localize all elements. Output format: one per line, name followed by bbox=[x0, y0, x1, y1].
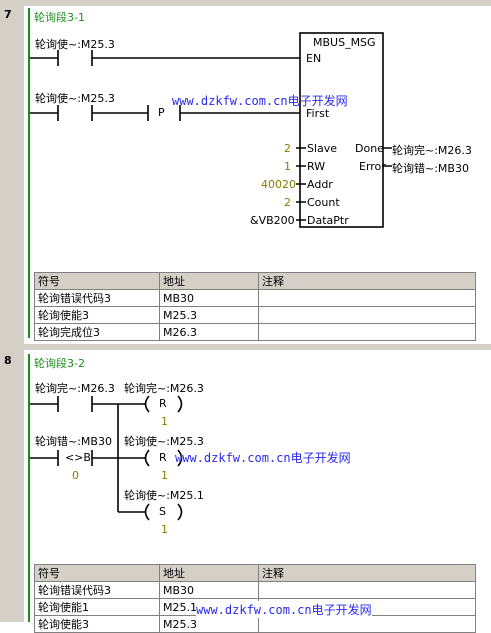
symbol-table: 符号 地址 注释 轮询错误代码3 MB30 轮询使能3 M25.3 轮询完成位3… bbox=[34, 272, 476, 341]
table-cell bbox=[258, 323, 476, 341]
table-cell bbox=[258, 306, 476, 324]
coil-label: 轮询使~:M25.1 bbox=[124, 489, 204, 502]
table-cell: M25.3 bbox=[159, 306, 259, 324]
watermark: www.dzkfw.com.cn电子开发网 bbox=[175, 451, 351, 465]
pin-en: EN bbox=[306, 52, 322, 65]
block-name: MBUS_MSG bbox=[313, 36, 376, 49]
coil-op: R bbox=[159, 397, 167, 410]
network-number: 8 bbox=[4, 354, 12, 367]
table-row: 轮询错误代码3 MB30 bbox=[34, 289, 476, 307]
pin-count: Count bbox=[307, 196, 340, 209]
table-cell: 轮询使能3 bbox=[34, 615, 160, 633]
table-cell: MB30 bbox=[159, 289, 259, 307]
ladder-rung-8[interactable] bbox=[0, 344, 491, 564]
pin-addr: Addr bbox=[307, 178, 333, 191]
pin bbox=[383, 147, 392, 167]
table-cell: M25.3 bbox=[159, 615, 259, 633]
power-rail bbox=[28, 8, 30, 338]
coil-count[interactable]: 1 bbox=[161, 523, 168, 536]
column-header: 地址 bbox=[159, 564, 259, 582]
pin-first: First bbox=[306, 107, 330, 120]
column-header: 注释 bbox=[258, 272, 476, 290]
output-error-target[interactable]: 轮询错~:MB30 bbox=[392, 162, 469, 175]
watermark: www.dzkfw.com.cn电子开发网 bbox=[196, 601, 372, 618]
table-cell bbox=[258, 615, 476, 633]
pin-dataptr: DataPtr bbox=[307, 214, 349, 227]
compare-value[interactable]: 0 bbox=[72, 469, 79, 482]
table-row: 轮询完成位3 M26.3 bbox=[34, 323, 476, 341]
network-number: 7 bbox=[4, 8, 12, 21]
param-slave[interactable]: 2 bbox=[284, 142, 291, 155]
column-header: 注释 bbox=[258, 564, 476, 582]
coil-label: 轮询使~:M25.3 bbox=[124, 435, 204, 448]
watermark: www.dzkfw.com.cn电子开发网 bbox=[172, 94, 348, 108]
coil-reset bbox=[144, 449, 183, 467]
coil-op: R bbox=[159, 451, 167, 464]
contact-label: 轮询完~:M26.3 bbox=[35, 382, 115, 395]
param-dataptr[interactable]: &VB200 bbox=[250, 214, 295, 227]
contact-label: 轮询使~:M25.3 bbox=[35, 92, 115, 105]
table-cell: 轮询错误代码3 bbox=[34, 581, 160, 599]
contact-label: 轮询错~:MB30 bbox=[35, 435, 112, 448]
branch-wire bbox=[118, 457, 145, 513]
coil-op: S bbox=[159, 505, 166, 518]
p-contact-label: P bbox=[158, 106, 165, 119]
coil-label: 轮询完~:M26.3 bbox=[124, 382, 204, 395]
contact-no bbox=[57, 105, 93, 121]
table-cell: MB30 bbox=[159, 581, 259, 599]
table-cell bbox=[258, 289, 476, 307]
table-cell: M26.3 bbox=[159, 323, 259, 341]
coil-count[interactable]: 1 bbox=[161, 469, 168, 482]
pin-rw: RW bbox=[307, 160, 326, 173]
pin-done: Done bbox=[355, 142, 384, 155]
column-header: 符号 bbox=[34, 564, 160, 582]
pin bbox=[296, 147, 306, 221]
param-count[interactable]: 2 bbox=[284, 196, 291, 209]
network-separator bbox=[0, 344, 491, 350]
network-separator-top bbox=[0, 0, 491, 6]
pin-error: Error bbox=[359, 160, 386, 173]
symbol-table: 符号 地址 注释 轮询错误代码3 MB30 轮询使能1 M25.1 轮询使能3 … bbox=[34, 564, 476, 633]
table-cell: 轮询使能1 bbox=[34, 598, 160, 616]
coil-count[interactable]: 1 bbox=[161, 415, 168, 428]
function-block bbox=[299, 32, 384, 228]
table-cell: 轮询完成位3 bbox=[34, 323, 160, 341]
compare-op: <>B bbox=[65, 451, 91, 464]
table-row: 轮询错误代码3 MB30 bbox=[34, 581, 476, 599]
network-title[interactable]: 轮询段3-2 bbox=[34, 357, 85, 370]
column-header: 符号 bbox=[34, 272, 160, 290]
coil-set bbox=[144, 503, 183, 521]
contact-no bbox=[57, 396, 93, 412]
table-cell bbox=[258, 581, 476, 599]
param-addr[interactable]: 40020 bbox=[261, 178, 296, 191]
left-gutter bbox=[0, 0, 24, 622]
output-done-target[interactable]: 轮询完~:M26.3 bbox=[392, 144, 472, 157]
column-header: 地址 bbox=[159, 272, 259, 290]
coil-reset bbox=[144, 395, 183, 413]
contact-no bbox=[57, 50, 93, 66]
power-rail bbox=[28, 354, 30, 622]
contact-label: 轮询使~:M25.3 bbox=[35, 38, 115, 51]
table-row: 轮询使能3 M25.3 bbox=[34, 615, 476, 633]
table-cell: 轮询使能3 bbox=[34, 306, 160, 324]
network-title[interactable]: 轮询段3-1 bbox=[34, 11, 85, 24]
table-row: 轮询使能3 M25.3 bbox=[34, 306, 476, 324]
pin-slave: Slave bbox=[307, 142, 338, 155]
param-rw[interactable]: 1 bbox=[284, 160, 291, 173]
ladder-rung-7[interactable] bbox=[0, 0, 491, 345]
table-cell: 轮询错误代码3 bbox=[34, 289, 160, 307]
